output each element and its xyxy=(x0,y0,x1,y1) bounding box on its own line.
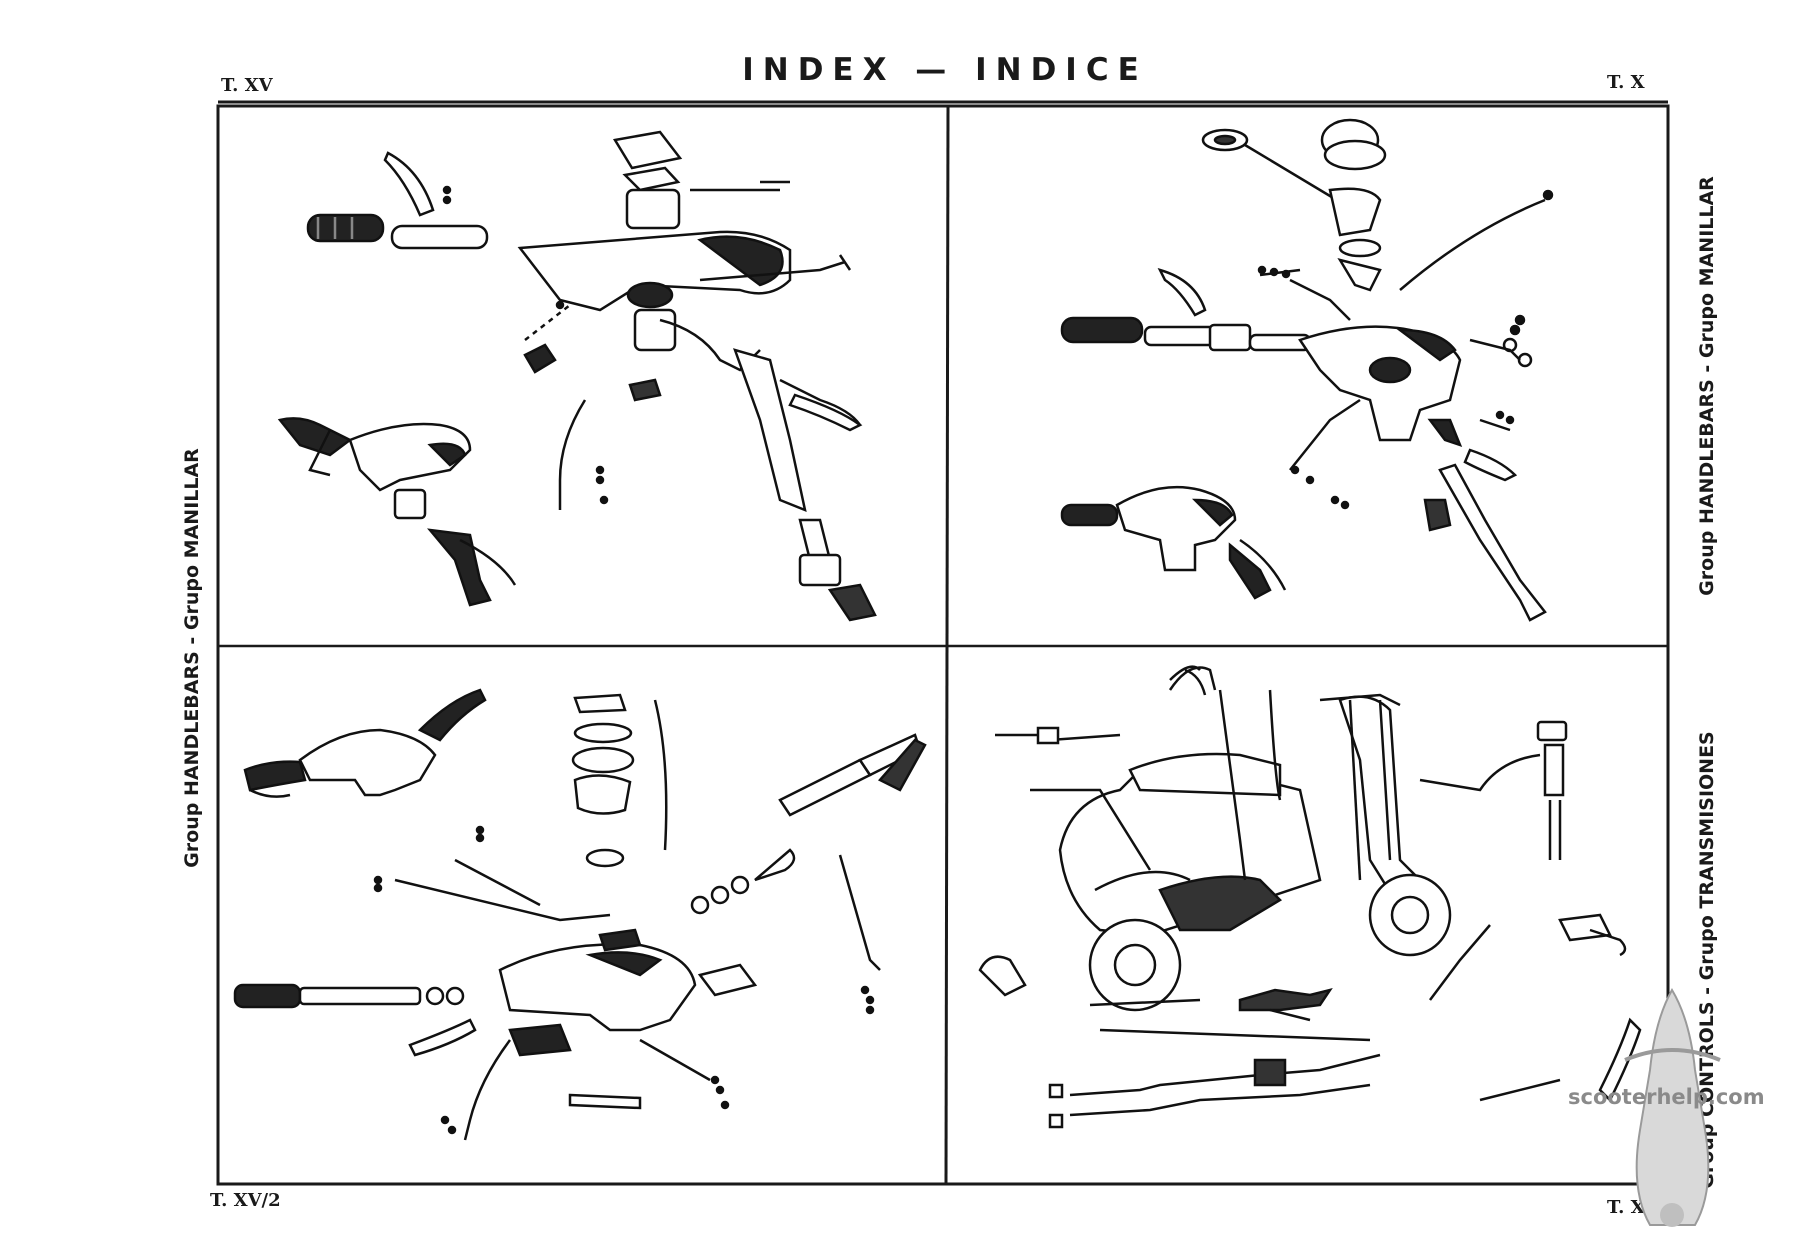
watermark-text: scooterhelp.com xyxy=(1568,1085,1765,1109)
plate-ref-top-right: T. X xyxy=(1607,72,1645,93)
plate-ref-bottom-left: T. XV/2 xyxy=(210,1190,281,1211)
page-title: INDEX — INDICE xyxy=(742,52,1148,88)
scooterhelp-logo-icon xyxy=(1624,988,1721,1227)
plate-ref-top-left: T. XV xyxy=(221,75,273,96)
panel-handlebars-bottom-left xyxy=(233,688,927,1141)
panel-controls-bottom-right xyxy=(978,665,1642,1129)
panel-handlebars-top-left xyxy=(277,130,877,622)
panel-handlebars-top-right xyxy=(1060,118,1554,622)
